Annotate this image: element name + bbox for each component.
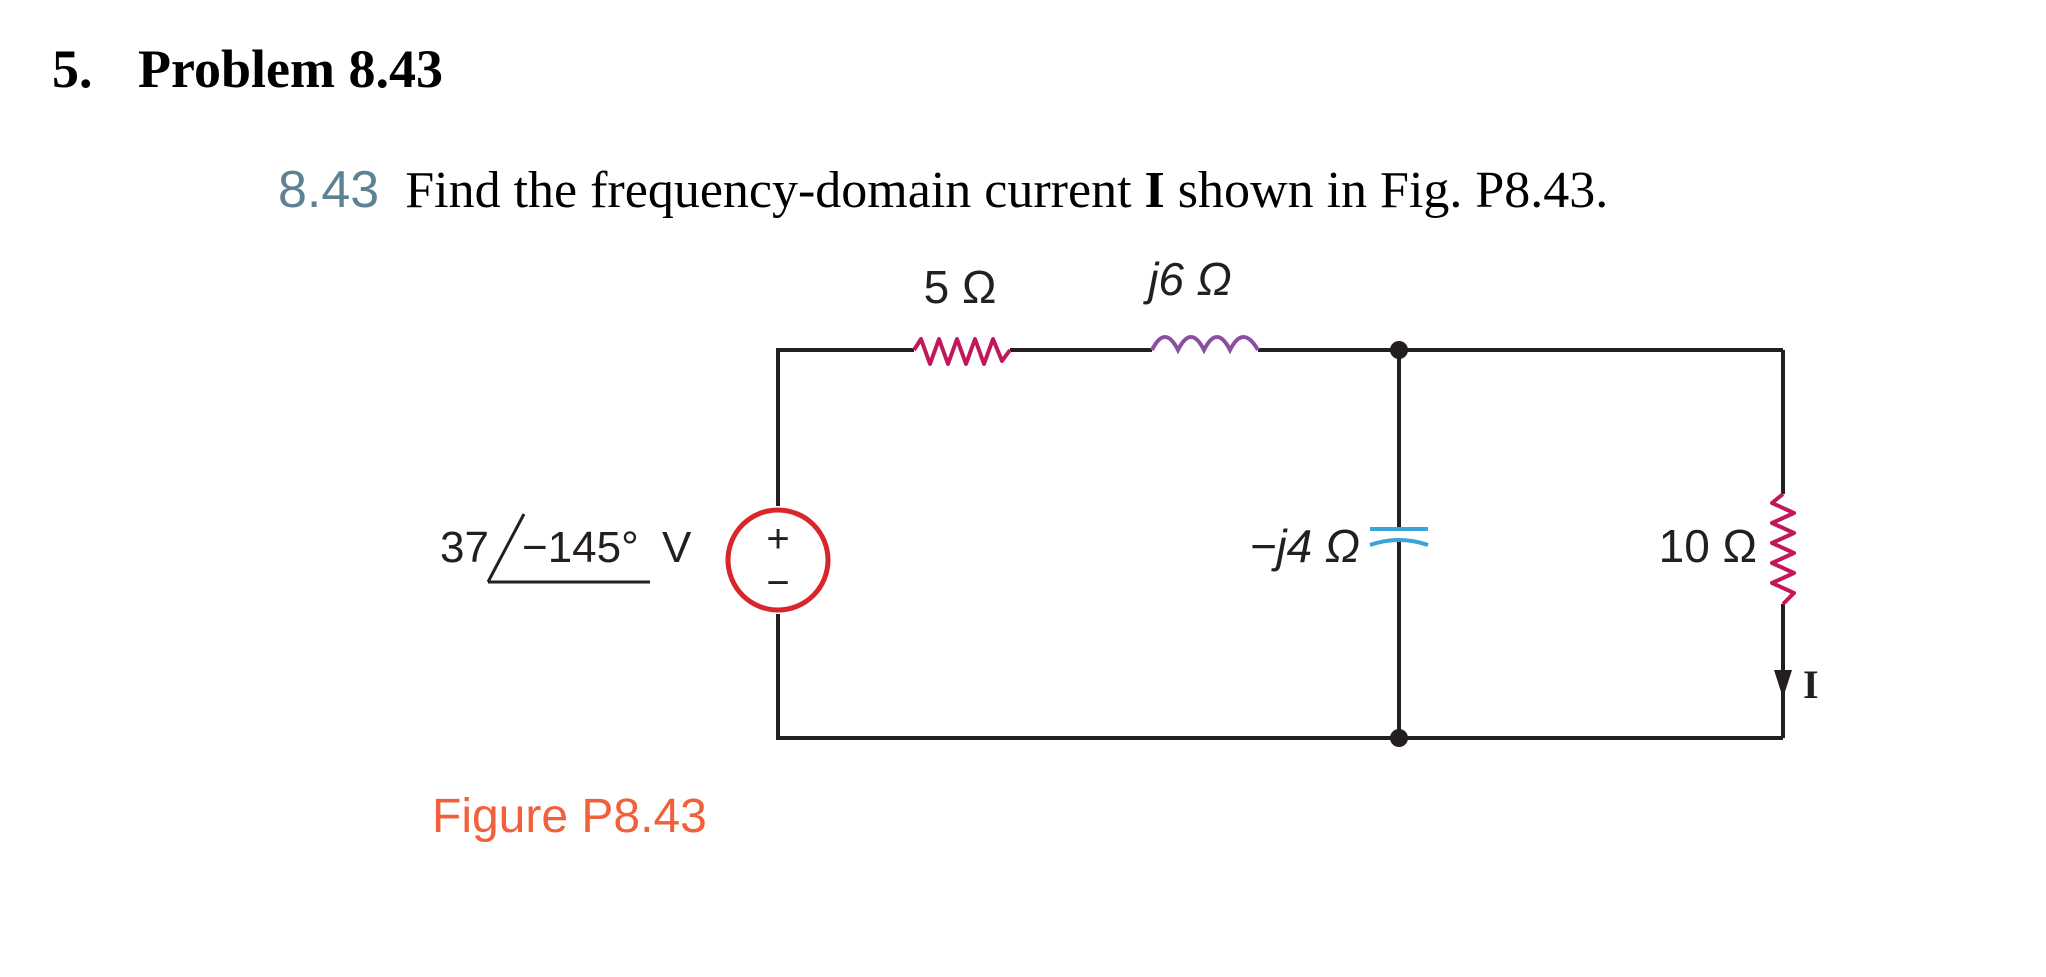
resistor-5-ohm	[912, 337, 1012, 366]
inductor-coil	[1150, 335, 1260, 355]
inductor-label: j6 Ω	[1142, 253, 1232, 305]
source-unit: V	[662, 523, 692, 572]
wire-top-left	[776, 348, 914, 506]
source-plus-sign: +	[766, 517, 789, 561]
resistor-5-ohm-label: 5 Ω	[924, 261, 997, 313]
wire-bottom	[776, 614, 1783, 740]
capacitor	[1369, 527, 1429, 547]
resistor-10-ohm-label: 10 Ω	[1659, 520, 1757, 572]
node-bottom	[1390, 729, 1408, 747]
source-angle: −145°	[522, 523, 639, 572]
problem-header: 5. Problem 8.43	[52, 38, 443, 100]
capacitor-label: −j4 Ω	[1250, 520, 1360, 572]
figure-caption: Figure P8.43	[432, 790, 707, 843]
capacitor-plate-bottom	[1369, 538, 1429, 547]
problem-title: Problem 8.43	[138, 39, 443, 99]
source-magnitude: 37	[440, 523, 489, 572]
problem-number: 8.43	[278, 161, 380, 219]
statement-text-before: Find the frequency-domain current	[405, 162, 1145, 219]
node-top	[1390, 341, 1408, 359]
source-minus-sign: −	[766, 561, 789, 605]
voltage-source	[725, 507, 831, 613]
wires	[776, 348, 1785, 740]
resistor-10-ohm	[1770, 492, 1796, 606]
source-label: 37 −145° V	[440, 513, 692, 584]
current-variable: I	[1144, 162, 1165, 219]
angle-symbol-diagonal	[486, 513, 526, 583]
current-arrow	[1774, 670, 1792, 698]
statement-text-after: shown in Fig. P8.43.	[1164, 162, 1609, 219]
problem-index: 5.	[52, 39, 93, 99]
current-label: I	[1803, 662, 1819, 707]
